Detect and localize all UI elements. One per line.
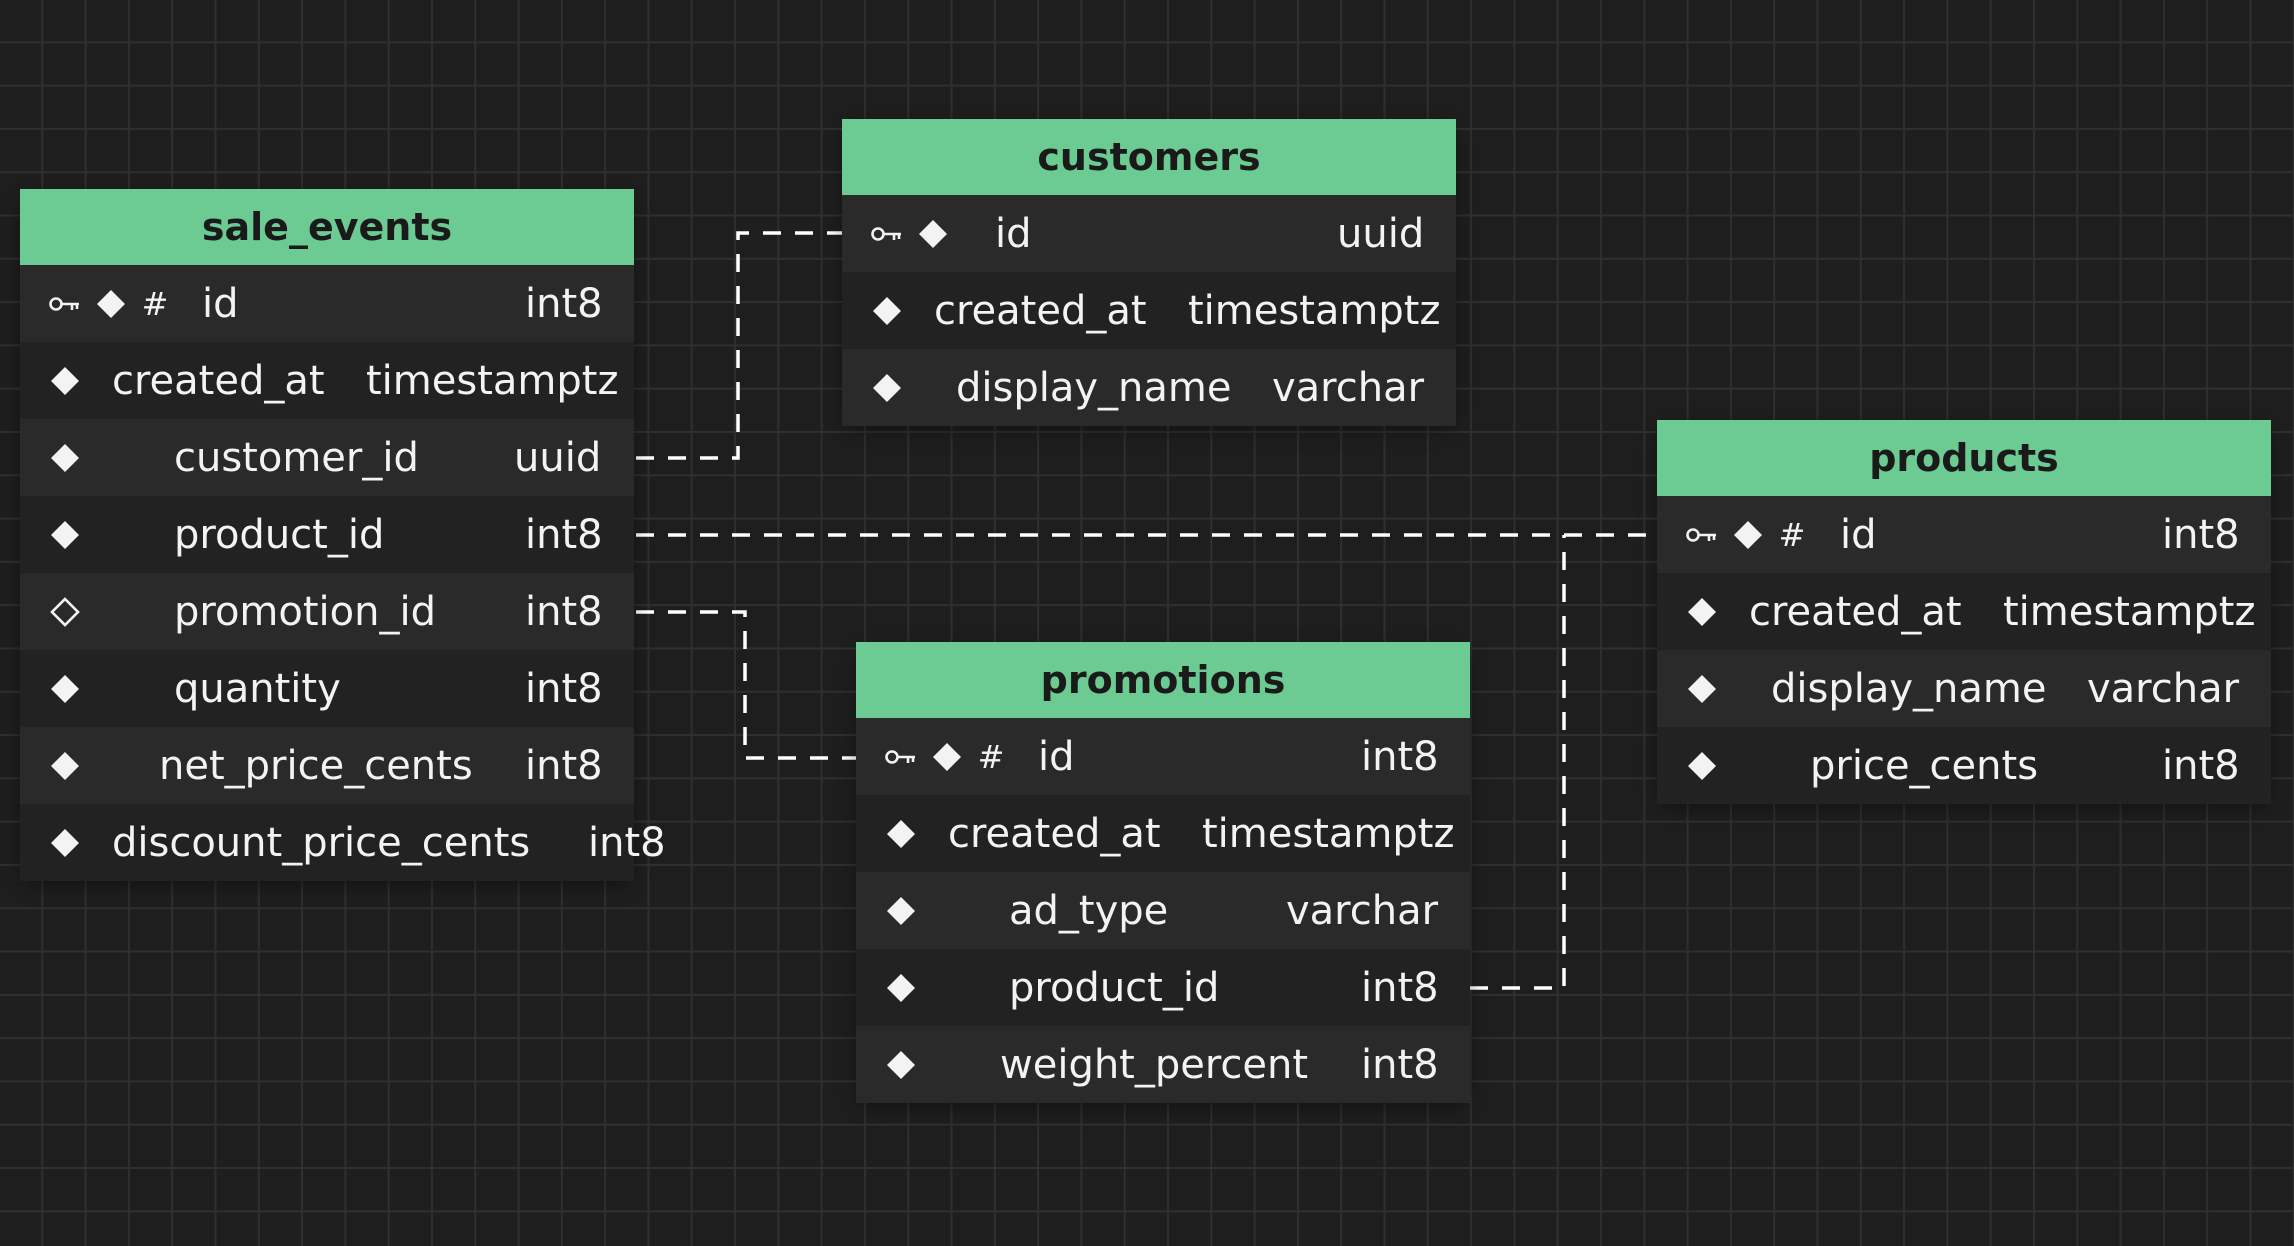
column-name: quantity [174,665,341,712]
column-name: created_at [1749,588,1962,635]
column-type: int8 [525,742,603,789]
diamond-filled-icon [884,1048,918,1082]
column-row-promotion-id[interactable]: promotion_id int8 [20,573,634,650]
link-customer-id [636,231,842,460]
key-icon [1685,518,1719,552]
column-type: int8 [525,280,603,327]
column-row-created-at[interactable]: created_at timestamptz [20,342,634,419]
column-name: price_cents [1810,742,2039,789]
table-header[interactable]: sale_events [20,189,634,265]
key-icon [870,217,904,251]
key-icon [48,287,82,321]
diamond-filled-icon [48,441,82,475]
hash-icon: # [977,737,1005,776]
link-promotion-id [636,610,856,760]
column-name: product_id [1009,964,1220,1011]
table-header[interactable]: products [1657,420,2271,496]
diamond-filled-icon [930,740,964,774]
table-header[interactable]: promotions [856,642,1470,718]
column-name: discount_price_cents [112,819,531,866]
column-name: net_price_cents [159,742,473,789]
column-type: int8 [2162,511,2240,558]
diamond-filled-icon [870,294,904,328]
column-name: display_name [1771,665,2047,712]
diamond-filled-icon [884,817,918,851]
diamond-outline-icon [48,595,82,629]
column-type: int8 [525,588,603,635]
diamond-filled-icon [916,217,950,251]
column-row-discount-price-cents[interactable]: discount_price_cents int8 [20,804,666,881]
column-name: promotion_id [174,588,436,635]
column-row-id[interactable]: # id int8 [20,265,634,342]
column-row-ad-type[interactable]: ad_type varchar [856,872,1470,949]
column-type: varchar [1286,887,1439,934]
table-promotions[interactable]: promotions # id int8 created_at timestam… [856,642,1470,1103]
diamond-filled-icon [884,894,918,928]
column-row-customer-id[interactable]: customer_id uuid [20,419,634,496]
table-products[interactable]: products # id int8 created_at timestampt… [1657,420,2271,804]
column-row-net-price-cents[interactable]: net_price_cents int8 [20,727,634,804]
column-name: created_at [112,357,325,404]
column-row-product-id[interactable]: product_id int8 [20,496,634,573]
column-name: id [1840,511,1877,558]
column-type: varchar [1272,364,1425,411]
diamond-filled-icon [1685,672,1719,706]
column-row-id[interactable]: # id int8 [856,718,1470,795]
table-customers[interactable]: customers id uuid created_at timestamptz… [842,119,1456,426]
column-row-display-name[interactable]: display_name varchar [1657,650,2271,727]
column-name: created_at [948,810,1161,857]
diamond-filled-icon [1685,749,1719,783]
diamond-filled-icon [884,971,918,1005]
column-name: display_name [956,364,1232,411]
diamond-filled-icon [870,371,904,405]
column-type: timestamptz [1202,810,1455,857]
column-name: id [1038,733,1075,780]
column-row-id[interactable]: # id int8 [1657,496,2271,573]
column-type: int8 [1361,733,1439,780]
column-type: timestamptz [366,357,619,404]
diamond-filled-icon [48,518,82,552]
hash-icon: # [1778,515,1806,554]
column-row-product-id[interactable]: product_id int8 [856,949,1470,1026]
column-name: customer_id [174,434,419,481]
diamond-filled-icon [1731,518,1765,552]
column-row-price-cents[interactable]: price_cents int8 [1657,727,2271,804]
column-row-created-at[interactable]: created_at timestamptz [856,795,1470,872]
diamond-filled-icon [48,826,82,860]
column-name: created_at [934,287,1147,334]
column-type: int8 [588,819,666,866]
diamond-filled-icon [94,287,128,321]
column-row-id[interactable]: id uuid [842,195,1456,272]
column-row-display-name[interactable]: display_name varchar [842,349,1456,426]
column-type: uuid [1337,210,1425,257]
column-name: product_id [174,511,385,558]
column-type: varchar [2087,665,2240,712]
diamond-filled-icon [48,364,82,398]
column-type: int8 [525,511,603,558]
column-row-weight-percent[interactable]: weight_percent int8 [856,1026,1470,1103]
key-icon [884,740,918,774]
column-name: ad_type [1009,887,1169,934]
diamond-filled-icon [48,672,82,706]
column-type: int8 [1361,964,1439,1011]
column-type: int8 [1361,1041,1439,1088]
column-name: weight_percent [1000,1041,1309,1088]
column-row-created-at[interactable]: created_at timestamptz [842,272,1456,349]
column-type: int8 [2162,742,2240,789]
column-row-created-at[interactable]: created_at timestamptz [1657,573,2271,650]
table-header[interactable]: customers [842,119,1456,195]
column-type: uuid [514,434,602,481]
diamond-filled-icon [48,749,82,783]
column-type: int8 [525,665,603,712]
diamond-filled-icon [1685,595,1719,629]
column-type: timestamptz [1188,287,1441,334]
table-sale-events[interactable]: sale_events # id int8 created_at timesta… [20,189,666,881]
column-row-quantity[interactable]: quantity int8 [20,650,634,727]
hash-icon: # [141,284,169,323]
link-promo-product-id [1470,535,1566,990]
column-type: timestamptz [2003,588,2256,635]
column-name: id [995,210,1032,257]
column-name: id [202,280,239,327]
